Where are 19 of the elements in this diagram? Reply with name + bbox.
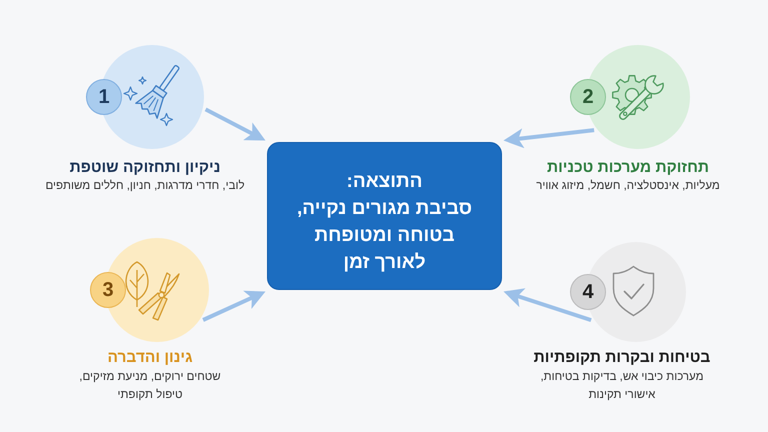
arrow: [202, 290, 266, 322]
description: לובי, חדרי מדרגות, חניון, חללים משותפים: [45, 178, 245, 194]
description: מעליות, אינסטלציה, חשמל, מיזוג אוויר: [536, 178, 720, 194]
result-text: סביבת מגורים נקייה, בטוחה ומטופחת לאורך זמן: [296, 197, 473, 275]
heading: גינון והדברה: [107, 349, 193, 367]
number-badge: 1: [86, 79, 122, 115]
heading: ניקיון ותחזוקה שוטפת: [70, 159, 220, 177]
arrow: [503, 128, 594, 148]
result-box: [267, 142, 502, 290]
number-badge: 4: [570, 274, 606, 310]
description: מערכות כיבוי אש, בדיקות בטיחות, אישורי תקינות: [539, 370, 705, 403]
description: שטחים ירוקים, מניעת מזיקים, טיפול תקופתי: [78, 370, 222, 403]
number-badge: 3: [90, 272, 126, 308]
arrow: [204, 108, 266, 140]
heading: בטיחות ובקרות תקופתיות: [534, 349, 710, 367]
heading: תחזוקת מערכות טכניות: [546, 159, 710, 177]
number-badge: 2: [570, 79, 606, 115]
arrow: [504, 288, 592, 322]
result-heading: התוצאה:: [346, 170, 422, 194]
